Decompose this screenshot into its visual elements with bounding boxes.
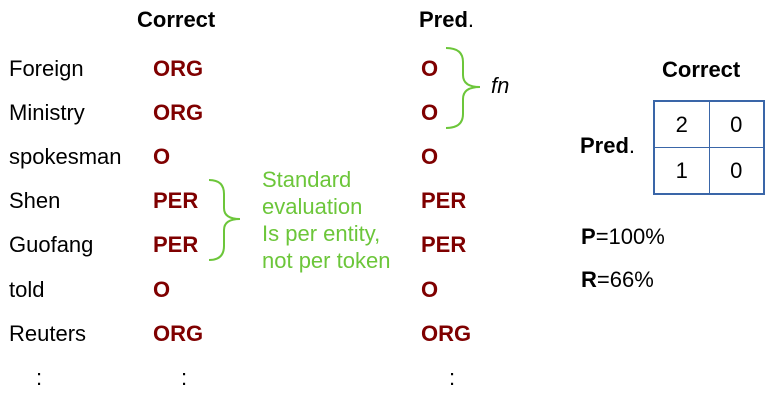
token-ministry: Ministry — [9, 100, 85, 125]
pred-header-dot: . — [467, 7, 475, 32]
token-reuters: Reuters — [9, 321, 87, 346]
token-told: told — [9, 277, 45, 302]
matrix-row: 1 0 — [653, 147, 765, 195]
matrix-cell: 0 — [708, 147, 765, 195]
matrix-row: 2 0 — [653, 100, 765, 148]
correct-column-header: Correct — [137, 7, 216, 32]
precision-value: =100% — [595, 224, 665, 249]
pred-label-reuters: ORG — [421, 321, 472, 346]
matrix-cell: 1 — [653, 147, 710, 195]
fn-brace — [445, 47, 481, 129]
token-spokesman: spokesman — [9, 144, 122, 169]
correct-label-spokesman: O — [153, 144, 171, 169]
precision-label: P — [581, 224, 596, 249]
token-foreign: Foreign — [9, 56, 84, 81]
recall-label: R — [581, 267, 597, 292]
matrix-row-header: Pred. — [580, 135, 635, 157]
note-line: Standard — [262, 167, 352, 192]
entity-brace — [208, 179, 241, 261]
correct-label-ministry: ORG — [153, 100, 204, 125]
pred-label-foreign: O — [421, 56, 439, 81]
correct-label-foreign: ORG — [153, 56, 204, 81]
matrix-cell: 0 — [708, 100, 765, 148]
pred-label-guofang: PER — [421, 232, 467, 257]
precision-metric: P=100% — [581, 226, 665, 248]
pred-label-spokesman: O — [421, 144, 439, 169]
note-line: Is per entity, — [262, 221, 381, 246]
correct-label-ellipsis: : — [181, 365, 188, 390]
matrix-col-header: Correct — [662, 57, 741, 82]
pred-label-ellipsis: : — [449, 365, 456, 390]
note-line: evaluation — [262, 194, 363, 219]
fn-annotation: fn — [491, 73, 510, 98]
pred-label-told: O — [421, 277, 439, 302]
matrix-row-header-text: Pred — [580, 133, 629, 158]
evaluation-note: Standard evaluation Is per entity, not p… — [262, 166, 390, 274]
pred-label-shen: PER — [421, 188, 467, 213]
correct-label-shen: PER — [153, 188, 199, 213]
correct-label-told: O — [153, 277, 171, 302]
recall-value: =66% — [596, 267, 654, 292]
note-line: not per token — [262, 248, 391, 273]
correct-label-guofang: PER — [153, 232, 199, 257]
matrix-row-header-dot: . — [628, 133, 636, 158]
token-ellipsis: : — [36, 365, 43, 390]
recall-metric: R=66% — [581, 269, 654, 291]
token-guofang: Guofang — [9, 232, 94, 257]
confusion-matrix: 2 0 1 0 — [653, 100, 765, 195]
correct-label-reuters: ORG — [153, 321, 204, 346]
matrix-cell: 2 — [653, 100, 710, 148]
token-shen: Shen — [9, 188, 61, 213]
pred-label-ministry: O — [421, 100, 439, 125]
pred-column-header: Pred. — [419, 9, 474, 31]
pred-header-text: Pred — [419, 7, 468, 32]
